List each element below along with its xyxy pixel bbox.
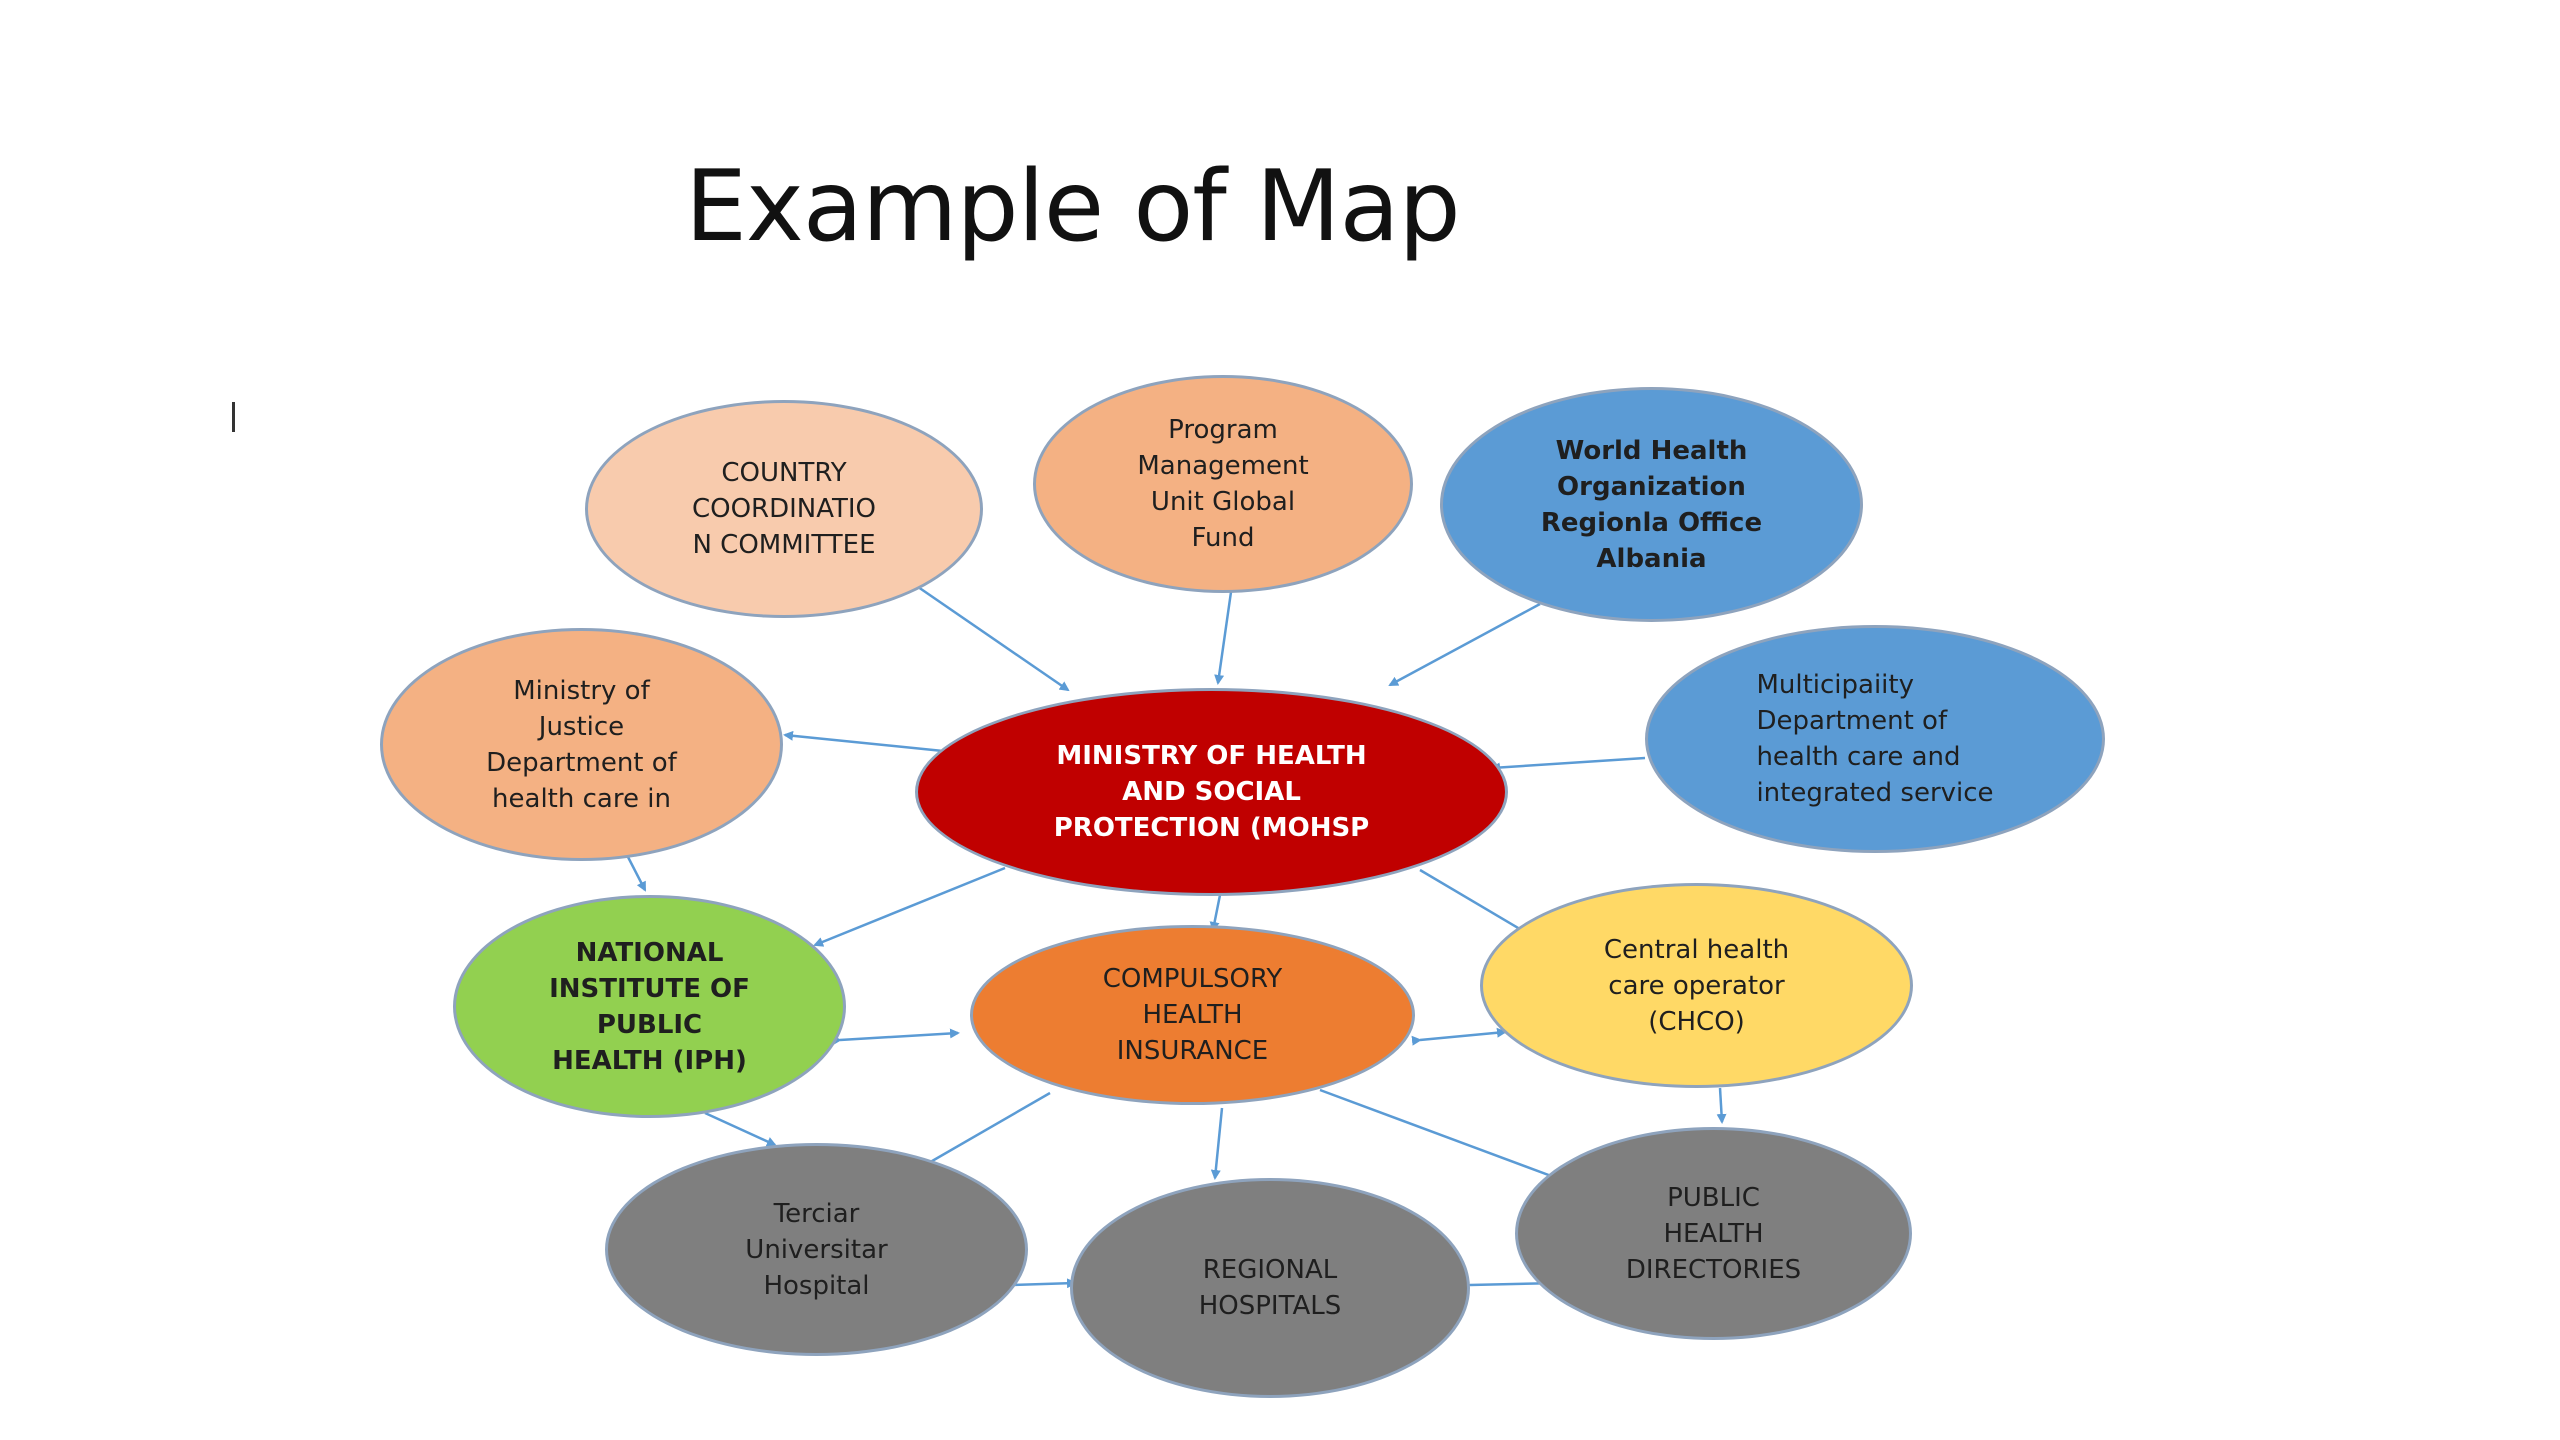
node-national-institute-public-health-label: NATIONAL INSTITUTE OF PUBLIC HEALTH (IPH…: [549, 937, 750, 1076]
connector-mohsp-chco: [1419, 868, 1532, 937]
node-public-health-directories[interactable]: PUBLIC HEALTH DIRECTORIES: [1515, 1127, 1912, 1340]
node-program-management-unit-label: Program Management Unit Global Fund: [1137, 415, 1309, 553]
connector-iph-chi: [831, 1028, 960, 1046]
connector-moj-iph: [619, 847, 647, 892]
node-world-health-organization[interactable]: World Health Organization Regionla Offic…: [1440, 387, 1863, 622]
connector-pmu-mohsp: [1214, 576, 1239, 685]
connector-mohsp-moj: [783, 730, 954, 754]
node-ministry-of-health-label: MINISTRY OF HEALTH AND SOCIAL PROTECTION…: [1053, 741, 1370, 843]
node-ministry-of-justice-label: Ministry of Justice Department of health…: [486, 675, 677, 814]
node-public-health-directories-label: PUBLIC HEALTH DIRECTORIES: [1625, 1182, 1802, 1285]
node-regional-hospitals-label: REGIONAL HOSPITALS: [1198, 1255, 1342, 1321]
connector-chi-chco: [1411, 1027, 1507, 1046]
connector-chi-tuh: [918, 1091, 1051, 1170]
node-terciar-universitar-hospital-label: Terciar Universitar Hospital: [745, 1198, 888, 1301]
connector-chco-phd: [1716, 1087, 1727, 1124]
node-country-coordination-committee[interactable]: COUNTRY COORDINATIO N COMMITTEE: [585, 400, 983, 618]
text-cursor: [232, 402, 235, 432]
node-world-health-organization-label: World Health Organization Regionla Offic…: [1540, 435, 1763, 574]
connector-chi-regional: [1210, 1107, 1224, 1180]
node-compulsory-health-insurance-label: COMPULSORY HEALTH INSURANCE: [1102, 964, 1283, 1066]
node-municipality-department-label: Multicipaiity Department of health care …: [1756, 670, 1994, 808]
node-national-institute-public-health[interactable]: NATIONAL INSTITUTE OF PUBLIC HEALTH (IPH…: [453, 895, 846, 1118]
connector-iph-tuh: [704, 1111, 777, 1147]
node-terciar-universitar-hospital[interactable]: Terciar Universitar Hospital: [605, 1143, 1028, 1356]
node-central-health-care-operator-label: Central health care operator (CHCO): [1603, 934, 1790, 1037]
node-ministry-of-health[interactable]: MINISTRY OF HEALTH AND SOCIAL PROTECTION…: [915, 688, 1508, 896]
node-program-management-unit[interactable]: Program Management Unit Global Fund: [1033, 375, 1413, 593]
connector-mohsp-iph: [813, 866, 1006, 947]
node-municipality-department[interactable]: Multicipaiity Department of health care …: [1645, 625, 2105, 853]
connector-chi-phd: [1319, 1088, 1564, 1182]
node-compulsory-health-insurance[interactable]: COMPULSORY HEALTH INSURANCE: [970, 925, 1415, 1105]
node-central-health-care-operator[interactable]: Central health care operator (CHCO): [1480, 883, 1913, 1088]
connector-tuh-regional: [1003, 1278, 1077, 1291]
connector-municipality-mohsp: [1490, 756, 1646, 773]
node-country-coordination-committee-label: COUNTRY COORDINATIO N COMMITTEE: [691, 458, 877, 560]
node-ministry-of-justice[interactable]: Ministry of Justice Department of health…: [380, 628, 783, 861]
connector-mohsp-chi: [1209, 894, 1222, 932]
node-regional-hospitals[interactable]: REGIONAL HOSPITALS: [1070, 1178, 1470, 1398]
connector-who-mohsp: [1388, 602, 1541, 687]
slide-title: Example of Map: [685, 150, 1461, 264]
connector-ccm-mohsp: [895, 569, 1070, 692]
